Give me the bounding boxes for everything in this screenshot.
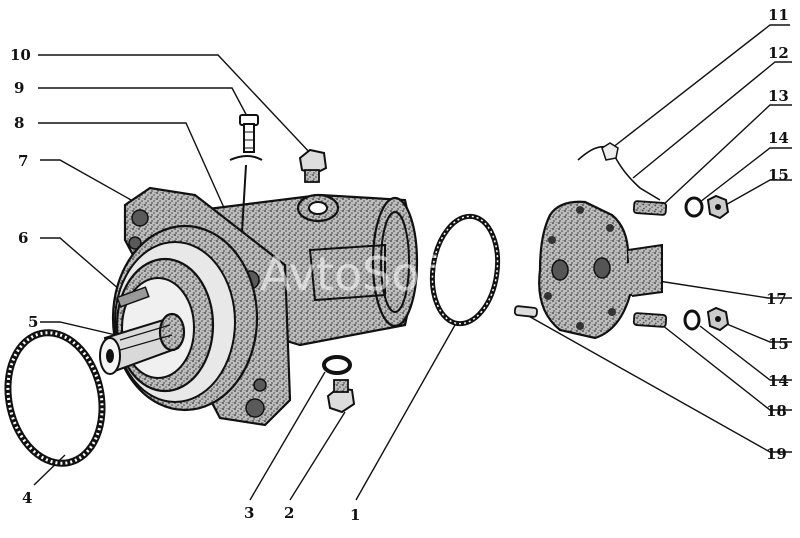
callout-4: 4 — [22, 489, 32, 507]
leader-19 — [524, 313, 792, 453]
seal-wire — [577, 142, 661, 201]
dowel-pin — [513, 305, 538, 318]
top-plug — [298, 148, 328, 183]
callout-15-lower: 15 — [768, 335, 789, 353]
callout-14-lower: 14 — [768, 372, 789, 390]
leader-18 — [661, 324, 792, 411]
leader-3 — [249, 371, 326, 501]
callout-3: 3 — [244, 504, 254, 522]
callout-8: 8 — [14, 114, 24, 132]
leader-11 — [611, 24, 790, 149]
leader-1 — [355, 324, 456, 501]
leader-8 — [38, 122, 226, 211]
callout-6: 6 — [18, 229, 28, 247]
leader-6 — [40, 237, 121, 291]
leader-12 — [632, 61, 792, 179]
end-cover — [538, 200, 663, 340]
callout-18: 18 — [766, 402, 787, 420]
bottom-plug — [326, 379, 356, 414]
o-ring-middle — [429, 213, 501, 327]
bottom-washer — [322, 355, 352, 375]
callout-10: 10 — [10, 46, 31, 64]
callout-1: 1 — [350, 506, 360, 524]
callout-11: 11 — [768, 6, 789, 24]
callout-2: 2 — [284, 504, 294, 522]
callout-12: 12 — [768, 44, 789, 62]
leader-9 — [38, 87, 249, 119]
leader-10 — [38, 54, 313, 156]
leader-17 — [651, 279, 792, 299]
leader-2 — [289, 411, 346, 501]
leader-15a — [721, 179, 792, 208]
callout-9: 9 — [14, 79, 24, 97]
upper-stud-washer-nut — [632, 194, 730, 220]
callout-13: 13 — [768, 87, 789, 105]
lower-stud-washer-nut — [632, 306, 730, 332]
watermark: AvtoSoft — [260, 247, 453, 301]
leader-7 — [40, 159, 141, 206]
leader-14a — [699, 147, 792, 203]
leader-lines — [33, 24, 792, 501]
callout-17: 17 — [766, 290, 787, 308]
callout-14-upper: 14 — [768, 129, 789, 147]
o-ring-large — [4, 329, 106, 467]
callout-19: 19 — [766, 445, 787, 463]
leader-5 — [40, 321, 121, 337]
top-bolt — [229, 114, 263, 233]
leader-15b — [721, 321, 792, 343]
callout-7: 7 — [18, 152, 28, 170]
callout-labels: 10 9 8 7 6 5 4 3 2 1 11 12 13 14 15 17 1… — [10, 6, 789, 524]
leader-14b — [699, 325, 792, 381]
callout-5: 5 — [28, 313, 38, 331]
callout-15-upper: 15 — [768, 166, 789, 184]
leader-13 — [662, 104, 792, 206]
pump-housing — [99, 186, 419, 427]
